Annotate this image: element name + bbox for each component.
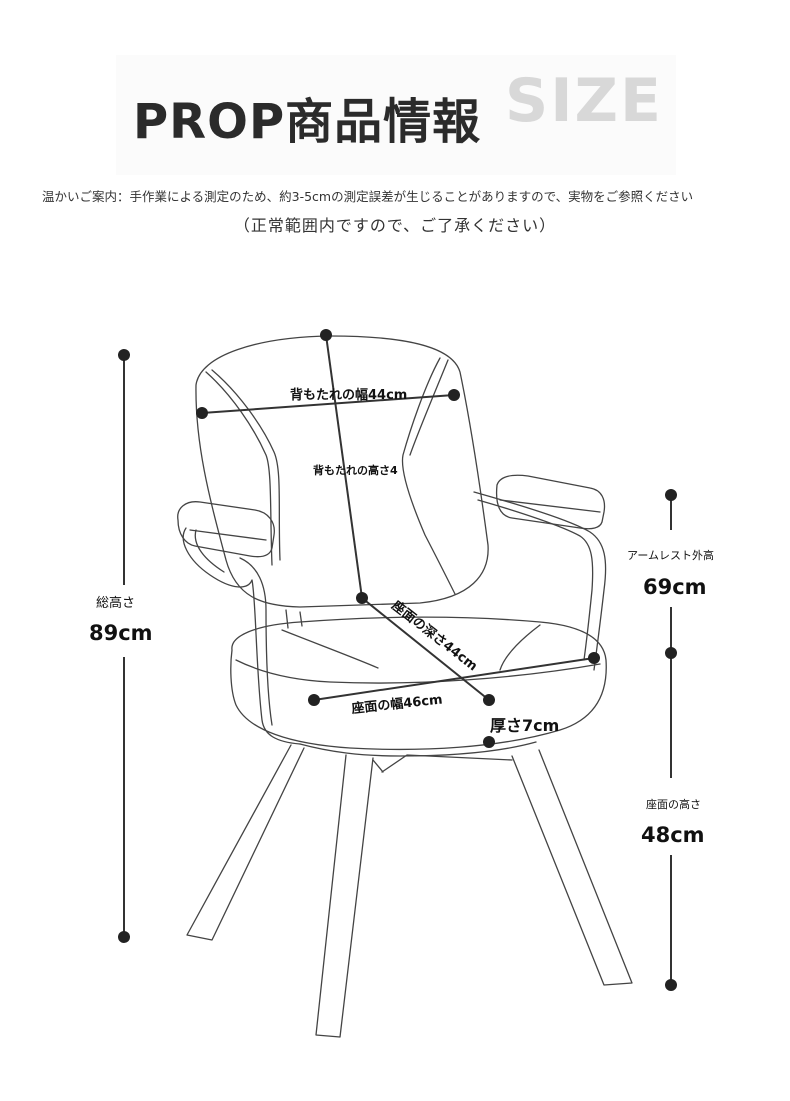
dot [118, 931, 130, 943]
dot [118, 349, 130, 361]
seat-height-label: 座面の高さ [646, 797, 701, 811]
measurement-notice-sub: （正常範囲内ですので、ご了承ください） [233, 216, 557, 235]
seat-depth-label: 座面の深さ44cm [388, 597, 481, 674]
chair-rear-leg-right [511, 749, 633, 986]
dot [665, 489, 677, 501]
backrest-width-label: 背もたれの幅44cm [290, 387, 407, 403]
chair-front-leg-left [315, 754, 374, 1038]
chair-armpad-right [495, 474, 606, 530]
title-band [116, 55, 676, 175]
dot [665, 979, 677, 991]
dot [483, 736, 495, 748]
measurement-dots [118, 329, 677, 991]
chair-seat [230, 616, 607, 751]
chair-rear-leg-left [186, 744, 305, 941]
dot [308, 694, 320, 706]
backrest-width-line [201, 394, 455, 414]
total-height-label: 総高さ [96, 595, 135, 611]
backrest-height-line [325, 334, 363, 599]
chair-front-leg-right [381, 754, 513, 773]
measurement-labels: 背もたれの幅44cm 背もたれの高さ4 座面の深さ44cm 座面の幅46cm 厚… [89, 387, 714, 847]
measurement-lines [123, 334, 672, 985]
dot [196, 407, 208, 419]
dot [665, 647, 677, 659]
dot [483, 694, 495, 706]
dot [356, 592, 368, 604]
seat-width-line [313, 657, 595, 701]
seat-depth-line [361, 597, 490, 701]
seat-height-value: 48cm [641, 823, 705, 847]
seat-width-label: 座面の幅46cm [350, 692, 444, 718]
measurement-notice: 温かいご案内：手作業による測定のため、約3-5cmの測定誤差が生じることがありま… [42, 189, 694, 204]
thickness-label: 厚さ7cm [490, 716, 559, 735]
backrest-height-label: 背もたれの高さ4 [313, 463, 398, 477]
armrest-height-value: 69cm [643, 575, 707, 599]
armrest-height-label: アームレスト外高 [627, 548, 714, 562]
chair-arm-support-left [182, 527, 301, 745]
total-height-value: 89cm [89, 621, 153, 645]
page-title: PROP商品情報 [133, 94, 482, 150]
dot [448, 389, 460, 401]
dot [588, 652, 600, 664]
size-heading: SIZE [505, 66, 664, 136]
chair-arm-support-right [473, 491, 607, 671]
dot [320, 329, 332, 341]
chair-armpad-left [177, 501, 275, 558]
